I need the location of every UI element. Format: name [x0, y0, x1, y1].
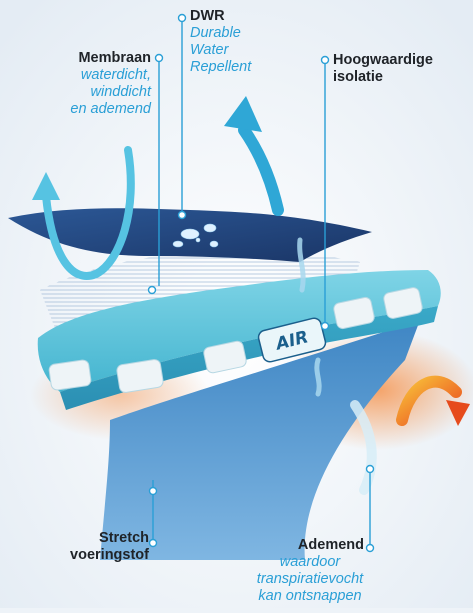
membraan-desc-1: waterdicht,	[70, 67, 151, 84]
label-dwr: DWR Durable Water Repellent	[190, 8, 251, 76]
membraan-desc-3: en ademend	[70, 101, 151, 118]
ademend-desc-3: kan ontsnappen	[250, 588, 370, 605]
label-ademend: Ademend waardoor transpiratievocht kan o…	[250, 537, 370, 605]
stretch-title-2: voeringstof	[70, 547, 149, 564]
dwr-desc-2: Water	[190, 42, 251, 59]
dwr-title: DWR	[190, 8, 251, 25]
membraan-title: Membraan	[70, 50, 151, 67]
dwr-desc-3: Repellent	[190, 59, 251, 76]
ademend-desc-1: waardoor	[250, 554, 370, 571]
isolatie-title-2: isolatie	[333, 69, 433, 86]
label-membraan: Membraan waterdicht, winddicht en ademen…	[70, 50, 151, 118]
label-stretch: Stretch voeringstof	[70, 530, 149, 564]
membraan-desc-2: winddicht	[70, 84, 151, 101]
stretch-title-1: Stretch	[70, 530, 149, 547]
ademend-desc-2: transpiratievocht	[250, 571, 370, 588]
label-isolatie: Hoogwaardige isolatie	[333, 52, 433, 86]
dwr-desc-1: Durable	[190, 25, 251, 42]
ademend-title: Ademend	[250, 537, 370, 554]
isolatie-title-1: Hoogwaardige	[333, 52, 433, 69]
